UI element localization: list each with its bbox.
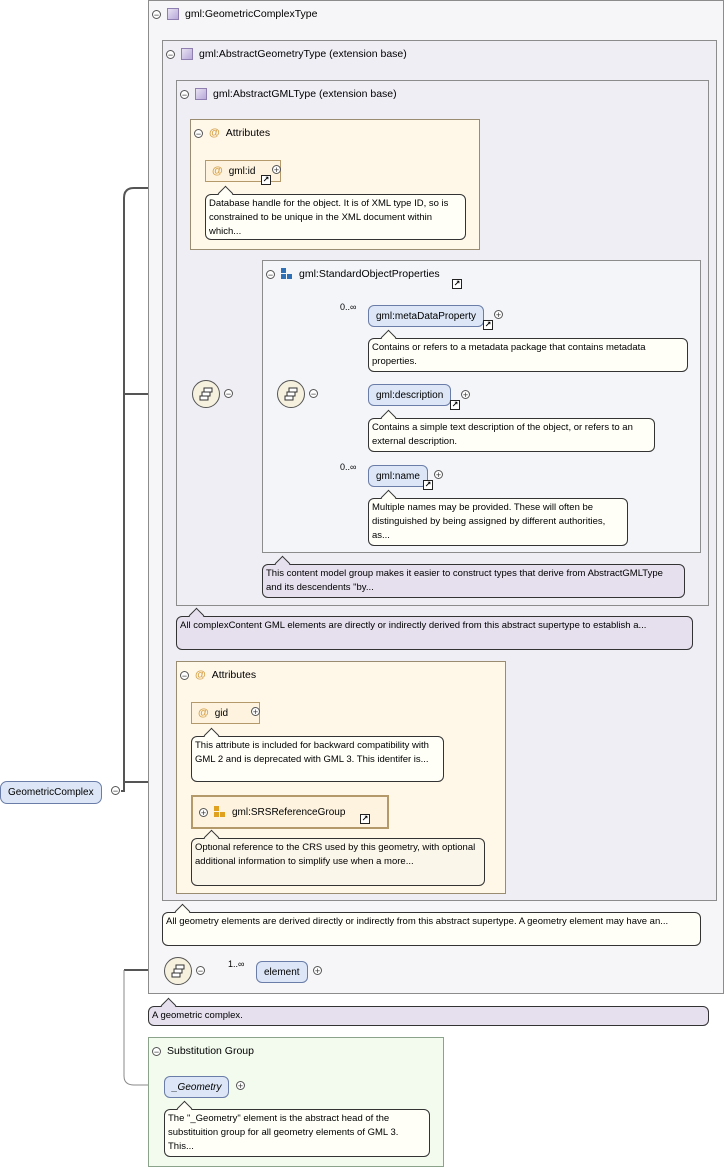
- attributes-title: Attributes: [211, 669, 257, 681]
- group-header[interactable]: − gml:StandardObjectProperties: [266, 268, 440, 280]
- collapse-icon[interactable]: −: [196, 966, 205, 976]
- complex-type-label: gml:GeometricComplexType: [185, 8, 318, 20]
- attribute-group-icon: [214, 806, 226, 818]
- expand-icon[interactable]: +: [236, 1081, 245, 1091]
- root-element[interactable]: GeometricComplex: [0, 781, 102, 804]
- sequence-icon: [171, 964, 185, 978]
- group-icon: [281, 268, 293, 280]
- collapse-icon[interactable]: −: [111, 786, 120, 796]
- expand-icon[interactable]: +: [272, 165, 281, 175]
- abstract-geometry-header[interactable]: − gml:AbstractGeometryType (extension ba…: [166, 48, 407, 60]
- complex-type-icon: [167, 8, 179, 20]
- group-label: gml:StandardObjectProperties: [299, 268, 440, 280]
- abstract-gml-header[interactable]: − gml:AbstractGMLType (extension base): [180, 88, 397, 100]
- sequence-compositor[interactable]: [277, 380, 305, 408]
- attributes-header-gml[interactable]: − @ Attributes: [194, 127, 270, 139]
- expand-icon[interactable]: +: [494, 310, 503, 320]
- collapse-icon[interactable]: −: [152, 1046, 161, 1057]
- attribute-group-srs[interactable]: + gml:SRSReferenceGroup: [191, 795, 389, 829]
- complex-type-header[interactable]: − gml:GeometricComplexType: [152, 8, 317, 20]
- link-icon[interactable]: ↗: [261, 175, 271, 185]
- note-group: This content model group makes it easier…: [262, 564, 685, 598]
- substitution-group-title: Substitution Group: [167, 1045, 254, 1057]
- collapse-icon[interactable]: −: [152, 9, 161, 20]
- collapse-icon[interactable]: −: [309, 389, 318, 399]
- attributes-header-geometry[interactable]: − @ Attributes: [180, 669, 256, 681]
- attribute-icon: @: [195, 669, 206, 681]
- attributes-title: Attributes: [225, 127, 271, 139]
- collapse-icon[interactable]: −: [194, 128, 203, 139]
- collapse-icon[interactable]: −: [180, 89, 189, 100]
- attribute-gid[interactable]: @ gid: [191, 702, 260, 724]
- abstract-geometry-label: gml:AbstractGeometryType (extension base…: [199, 48, 407, 60]
- note-srs: Optional reference to the CRS used by th…: [191, 838, 485, 886]
- note-name: Multiple names may be provided. These wi…: [368, 498, 628, 546]
- note-abstract-geometry: All geometry elements are derived direct…: [162, 912, 701, 946]
- sequence-icon: [284, 387, 298, 401]
- collapse-icon[interactable]: −: [224, 389, 233, 399]
- element-name[interactable]: gml:name: [368, 465, 428, 487]
- expand-icon[interactable]: +: [434, 470, 443, 480]
- link-icon[interactable]: ↗: [452, 279, 462, 289]
- note-metadataproperty: Contains or refers to a metadata package…: [368, 338, 688, 372]
- sequence-compositor[interactable]: [192, 380, 220, 408]
- substitution-group-header[interactable]: − Substitution Group: [152, 1045, 254, 1057]
- sequence-icon: [199, 387, 213, 401]
- expand-icon[interactable]: +: [251, 707, 260, 717]
- cardinality-label: 1..∞: [228, 959, 245, 969]
- note-gml-id: Database handle for the object. It is of…: [205, 194, 466, 240]
- link-icon[interactable]: ↗: [483, 320, 493, 330]
- attribute-group-srs-label: gml:SRSReferenceGroup: [232, 806, 346, 818]
- link-icon[interactable]: ↗: [423, 480, 433, 490]
- cardinality-label: 0..∞: [340, 302, 357, 312]
- note-geometry: The "_Geometry" element is the abstract …: [164, 1109, 430, 1157]
- attribute-icon: @: [209, 127, 220, 139]
- cardinality-label: 0..∞: [340, 462, 357, 472]
- element-geometry[interactable]: _Geometry: [164, 1076, 230, 1098]
- element-description[interactable]: gml:description: [368, 384, 452, 406]
- element-metadataproperty[interactable]: gml:metaDataProperty: [368, 305, 485, 327]
- link-icon[interactable]: ↗: [450, 400, 460, 410]
- attribute-gml-id-label: gml:id: [228, 165, 256, 177]
- note-description: Contains a simple text description of th…: [368, 418, 655, 452]
- sequence-compositor[interactable]: [164, 957, 192, 985]
- expand-icon[interactable]: +: [313, 966, 322, 976]
- expand-icon[interactable]: +: [199, 807, 208, 818]
- attribute-icon: @: [212, 165, 223, 177]
- link-icon[interactable]: ↗: [360, 814, 370, 824]
- element-element[interactable]: element: [256, 961, 308, 983]
- attribute-icon: @: [198, 707, 209, 719]
- complex-type-icon: [195, 88, 207, 100]
- collapse-icon[interactable]: −: [266, 269, 275, 280]
- attribute-gid-label: gid: [214, 707, 229, 719]
- collapse-icon[interactable]: −: [166, 49, 175, 60]
- note-gid: This attribute is included for backward …: [191, 736, 444, 782]
- collapse-icon[interactable]: −: [180, 670, 189, 681]
- complex-type-icon: [181, 48, 193, 60]
- expand-icon[interactable]: +: [461, 390, 470, 400]
- abstract-gml-label: gml:AbstractGMLType (extension base): [213, 88, 397, 100]
- note-root: A geometric complex.: [148, 1006, 709, 1026]
- note-abstract-gml: All complexContent GML elements are dire…: [176, 616, 693, 650]
